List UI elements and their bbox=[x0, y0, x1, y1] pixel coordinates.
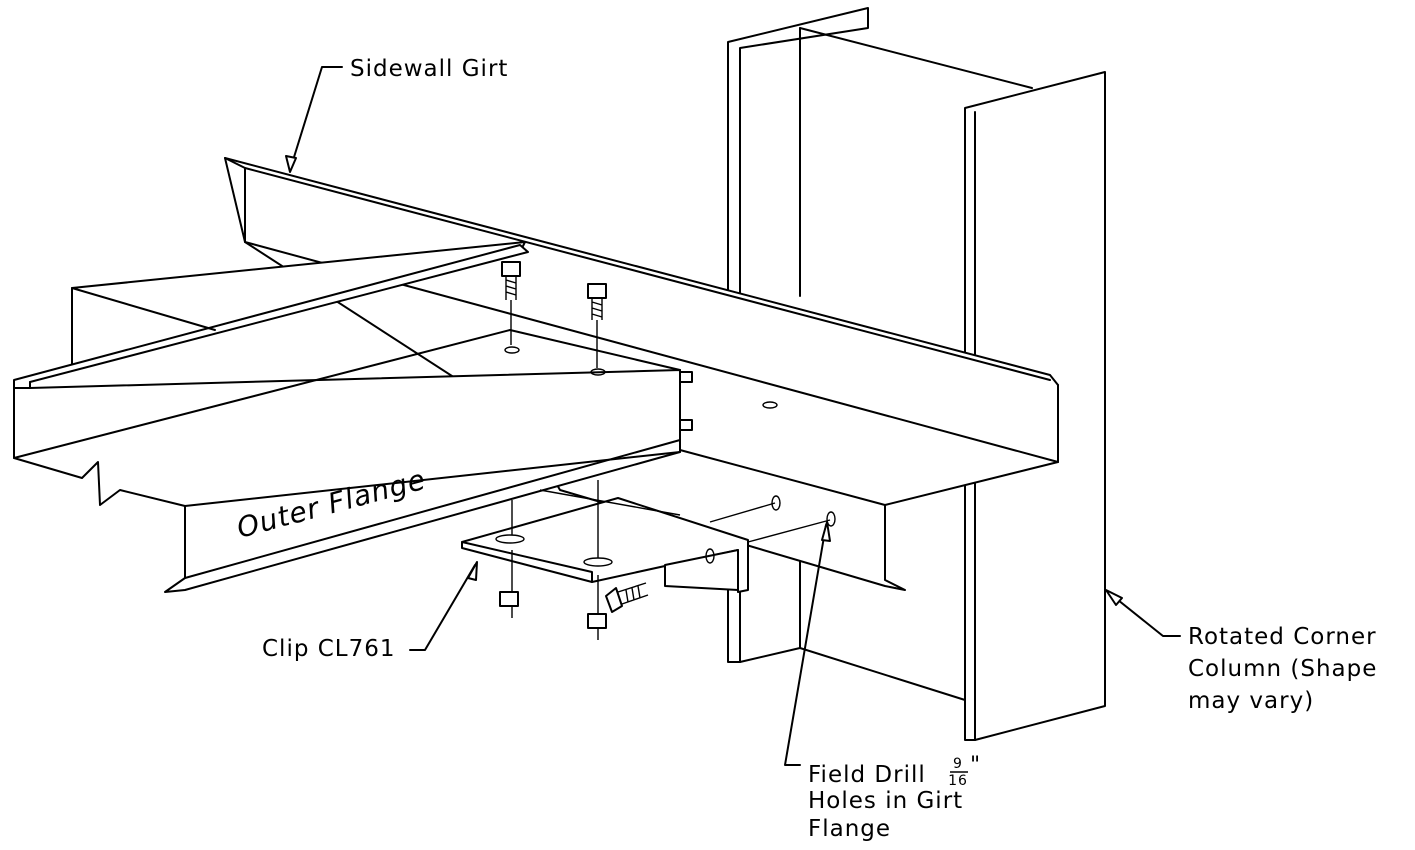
bolt-1-head bbox=[501, 261, 521, 277]
endwall-girt-body bbox=[13, 244, 681, 593]
bolts-top bbox=[501, 261, 607, 368]
endwall-girt-top-face-edge bbox=[13, 329, 681, 459]
label-column-line3: may vary) bbox=[1188, 688, 1314, 714]
clip-slot-1 bbox=[495, 534, 525, 544]
label-sidewall-girt: Sidewall Girt bbox=[350, 56, 508, 82]
drill-line-1 bbox=[709, 502, 776, 523]
clip-leg-hole bbox=[705, 548, 715, 564]
bolt-2-head bbox=[587, 283, 607, 299]
bolt-2-shank bbox=[591, 298, 603, 320]
side-bolt-head bbox=[605, 587, 623, 613]
leader-column bbox=[1107, 591, 1181, 637]
arrow-sidewall-girt bbox=[285, 155, 297, 173]
clip-plate-edge bbox=[461, 541, 593, 583]
leaders bbox=[285, 66, 1181, 766]
side-bolt-shank bbox=[617, 582, 649, 605]
label-drill-prefix: Field Drill bbox=[808, 762, 926, 788]
column-web-top bbox=[799, 27, 1033, 89]
leader-drill bbox=[784, 524, 827, 766]
nut-a bbox=[679, 371, 693, 383]
label-clip: Clip CL761 bbox=[262, 636, 396, 662]
leader-clip bbox=[409, 564, 476, 651]
label-drill-inch-mark: " bbox=[970, 753, 981, 778]
nut-b bbox=[679, 419, 693, 431]
bolt-1-shank bbox=[505, 276, 517, 300]
clip-top-line bbox=[539, 489, 681, 516]
label-drill-line3: Flange bbox=[808, 816, 891, 842]
drill-hole-1 bbox=[771, 495, 781, 511]
sidewall-girt-top-flange-edge bbox=[244, 167, 1051, 381]
endwall-girt-outer-flange-bottom bbox=[184, 439, 681, 579]
nut-1 bbox=[499, 591, 519, 607]
drill-line-2 bbox=[747, 519, 831, 543]
arrow-clip bbox=[467, 561, 478, 581]
label-drill-fraction-numerator: 9 bbox=[953, 756, 963, 772]
label-column-line2: Column (Shape bbox=[1188, 656, 1377, 682]
arrow-drill bbox=[821, 521, 831, 542]
leader-sidewall-girt bbox=[289, 66, 343, 171]
label-column-line1: Rotated Corner bbox=[1188, 624, 1377, 650]
hole-3 bbox=[762, 401, 778, 409]
hole-1 bbox=[504, 346, 520, 354]
label-drill-line2: Holes in Girt bbox=[808, 788, 963, 814]
clip-cl761 bbox=[461, 480, 836, 640]
nut-2 bbox=[587, 613, 607, 629]
column-web-bottom bbox=[739, 647, 966, 701]
sidewall-girt-bottom-web-edge bbox=[679, 449, 886, 506]
hole-2 bbox=[590, 368, 606, 376]
column-back-flange bbox=[727, 7, 869, 663]
endwall-girt-lip bbox=[13, 381, 31, 389]
drill-hole-2 bbox=[826, 511, 836, 527]
label-drill-fraction-denominator: 16 bbox=[948, 773, 968, 789]
arrow-column bbox=[1105, 589, 1123, 606]
endwall-girt-back-edge bbox=[71, 287, 216, 331]
endwall-girt-outer-flange-top bbox=[184, 451, 681, 507]
endwall-girt bbox=[13, 241, 778, 593]
